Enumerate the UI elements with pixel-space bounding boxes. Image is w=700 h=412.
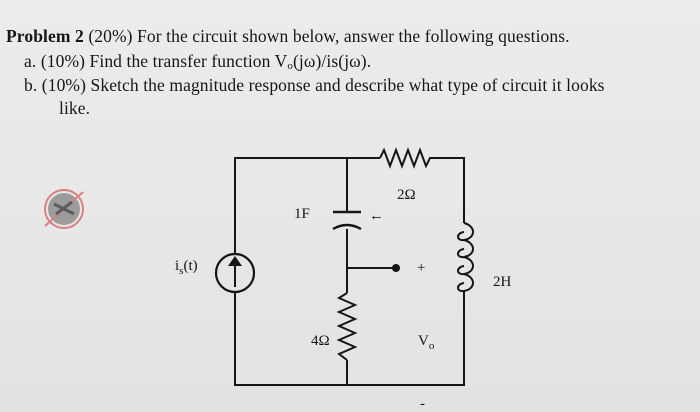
part-a-tail: (jω)/is(jω). <box>293 51 372 71</box>
inductor-label: 2H <box>493 274 512 290</box>
problem-heading-line: Problem 2 (20%) For the circuit shown be… <box>6 26 570 47</box>
output-terminal <box>392 264 400 272</box>
part-b-text-2: like. <box>59 98 91 118</box>
minus-label: - <box>420 396 425 412</box>
resistor-4ohm <box>336 292 358 361</box>
output-label: Vo <box>418 333 435 352</box>
part-a: a. (10%) Find the transfer function Vo(j… <box>24 51 371 72</box>
circuit-wires <box>234 157 465 386</box>
capacitor-label: 1F <box>294 206 310 222</box>
problem-heading-text: (20%) For the circuit shown below, answe… <box>88 26 570 46</box>
inductor-2h <box>457 222 474 296</box>
part-b: b. (10%) Sketch the magnitude response a… <box>24 75 605 96</box>
source-label: is(t) <box>175 258 198 277</box>
resistor-2ohm <box>379 147 434 169</box>
problem-heading: Problem 2 <box>6 26 84 46</box>
plus-label: + <box>417 260 425 276</box>
resistor-4ohm-label: 4Ω <box>311 333 330 349</box>
part-a-text: a. (10%) Find the transfer function V <box>24 51 288 71</box>
capacitor-1f <box>332 210 362 231</box>
part-b-text: b. (10%) Sketch the magnitude response a… <box>24 75 605 95</box>
current-source-icon <box>214 252 256 294</box>
part-a-subscript: o <box>287 60 293 72</box>
resistor-2ohm-label: 2Ω <box>397 187 416 203</box>
capacitor-polarity-mark: ← <box>369 208 384 224</box>
part-b-continued: like. <box>59 98 90 119</box>
no-symbol-sticker-icon <box>44 189 84 229</box>
